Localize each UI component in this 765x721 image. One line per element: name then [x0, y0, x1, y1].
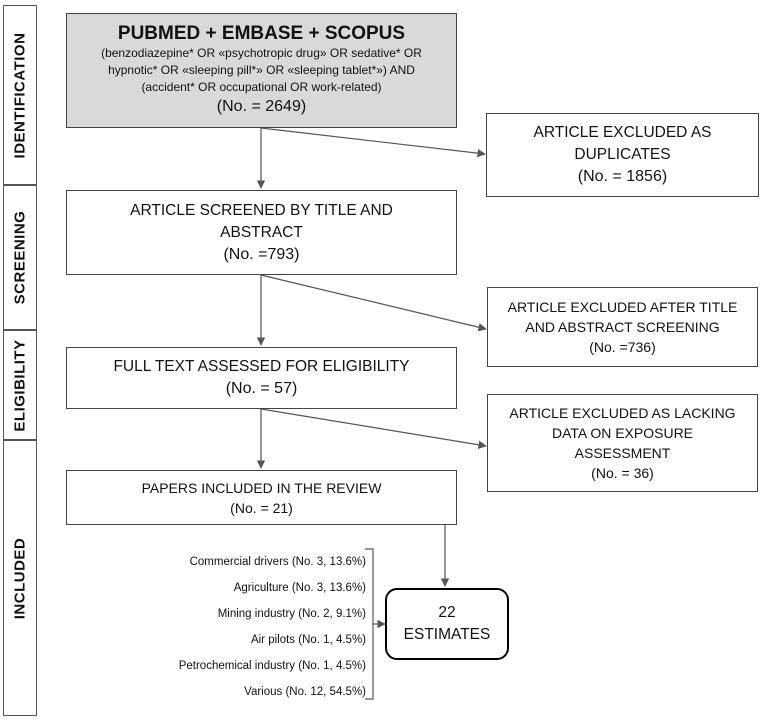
stage-label-included: INCLUDED [3, 440, 37, 716]
stage-label-eligibility: ELIGIBILITY [3, 330, 37, 440]
search-count: (No. = 2649) [216, 98, 307, 115]
excluded-screening-line-1: ARTICLE EXCLUDED AFTER TITLE [507, 299, 738, 315]
duplicates-line-1: ARTICLE EXCLUDED AS [533, 124, 712, 141]
sector-item: Petrochemical industry (No. 1, 4.5%) [178, 660, 366, 672]
search-query-line-1: (benzodiazepine* OR «psychotropic drug» … [101, 46, 422, 60]
excluded-exposure-line-2: DATA ON EXPOSURE [551, 425, 694, 441]
sector-item: Commercial drivers (No. 3, 13.6%) [189, 556, 366, 568]
included-papers-box: PAPERS INCLUDED IN THE REVIEW (No. = 21) [66, 470, 457, 525]
screened-line-2: ABSTRACT [220, 223, 303, 241]
duplicates-box: ARTICLE EXCLUDED AS DUPLICATES (No. = 18… [486, 113, 759, 197]
estimates-box: 22 ESTIMATES [385, 588, 509, 660]
arrow-to-excluded-exposure [260, 408, 487, 449]
screened-box: ARTICLE SCREENED BY TITLE AND ABSTRACT (… [66, 190, 457, 275]
arrow-to-excluded-screening [260, 274, 487, 332]
search-box: PUBMED + EMBASE + SCOPUS (benzodiazepine… [66, 13, 457, 128]
excluded-exposure-count: (No. = 36) [591, 465, 654, 481]
sector-item: Agriculture (No. 3, 13.6%) [233, 582, 366, 594]
sector-item: Air pilots (No. 1, 4.5%) [250, 634, 366, 646]
arrow-to-duplicates [260, 127, 486, 158]
stage-label-identification: IDENTIFICATION [3, 5, 37, 185]
excluded-screening-box: ARTICLE EXCLUDED AFTER TITLE AND ABSTRAC… [487, 287, 758, 367]
estimates-label: ESTIMATES [403, 626, 491, 643]
sector-bracket [365, 548, 374, 700]
excluded-screening-count: (No. =736) [589, 339, 656, 355]
sector-item: Various (No. 12, 54.5%) [244, 686, 366, 698]
fulltext-count: (No. = 57) [225, 380, 298, 397]
screened-line-1: ARTICLE SCREENED BY TITLE AND [130, 201, 393, 219]
estimates-count: 22 [438, 604, 456, 621]
duplicates-count: (No. = 1856) [577, 168, 668, 185]
included-papers-line-1: PAPERS INCLUDED IN THE REVIEW [141, 479, 382, 496]
stage-label-screening: SCREENING [3, 185, 37, 330]
search-query-line-3: (accident* OR occupational OR work-relat… [141, 80, 382, 94]
search-query-line-2: hypnotic* OR «sleeping pill*» OR «sleepi… [108, 63, 415, 77]
included-papers-count: (No. = 21) [230, 499, 293, 516]
excluded-screening-line-2: AND ABSTRACT SCREENING [525, 319, 720, 335]
fulltext-box: FULL TEXT ASSESSED FOR ELIGIBILITY (No. … [66, 347, 457, 409]
excluded-exposure-line-3: ASSESSMENT [574, 445, 671, 461]
fulltext-line-1: FULL TEXT ASSESSED FOR ELIGIBILITY [113, 358, 410, 375]
search-title: PUBMED + EMBASE + SCOPUS [117, 23, 406, 44]
screened-count: (No. =793) [223, 245, 300, 263]
excluded-exposure-line-1: ARTICLE EXCLUDED AS LACKING [509, 405, 736, 421]
excluded-exposure-box: ARTICLE EXCLUDED AS LACKING DATA ON EXPO… [487, 394, 758, 492]
duplicates-line-2: DUPLICATES [574, 146, 671, 163]
sector-item: Mining industry (No. 2, 9.1%) [217, 608, 366, 620]
